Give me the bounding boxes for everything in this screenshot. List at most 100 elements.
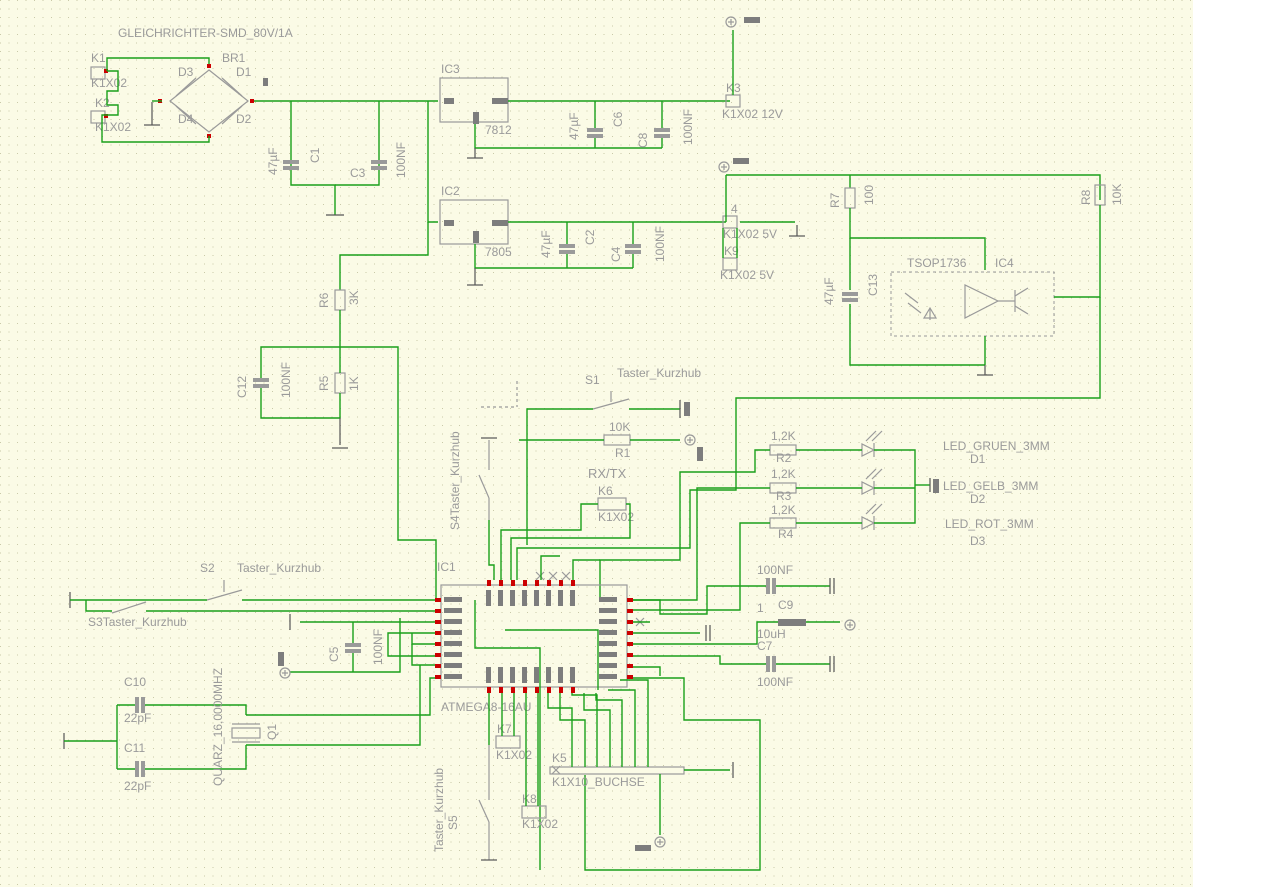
c11-value: 22pF bbox=[124, 779, 151, 793]
k1-value: K1X02 bbox=[91, 76, 127, 90]
c5-name: C5 bbox=[327, 646, 341, 662]
ir-receiver-ic4[interactable] bbox=[890, 271, 1055, 337]
s2-value: Taster_Kurzhub bbox=[237, 561, 321, 575]
d2-name: D2 bbox=[970, 492, 986, 506]
s3-label: S3Taster_Kurzhub bbox=[88, 615, 187, 629]
ic4-value: TSOP1736 bbox=[907, 256, 967, 270]
br1-d3: D3 bbox=[178, 65, 194, 79]
k9-name: K9 bbox=[724, 244, 739, 258]
switch-s3[interactable] bbox=[111, 601, 147, 614]
rectifier-section: K1 K1X02 K2 K1X02 BR1 D1 D2 D3 D4 47µ bbox=[90, 51, 438, 216]
k5-value: K1X10_BUCHSE bbox=[552, 775, 645, 789]
c7-value: 100NF bbox=[757, 675, 793, 689]
s1-value: Taster_Kurzhub bbox=[617, 366, 701, 380]
c5-value: 100NF bbox=[371, 629, 385, 665]
br1-d1: D1 bbox=[236, 65, 252, 79]
c6-value: 47µF bbox=[567, 112, 581, 140]
r1-value: 10K bbox=[609, 420, 630, 434]
r8-name: R8 bbox=[1079, 189, 1093, 205]
l1-value: 10uH bbox=[757, 627, 786, 641]
d3-value: LED_ROT_3MM bbox=[945, 517, 1034, 531]
k6-value: K1X02 bbox=[598, 510, 634, 524]
connector-k7[interactable] bbox=[495, 735, 521, 749]
k8-value: K1X02 bbox=[522, 817, 558, 831]
r7-value: 100 bbox=[862, 185, 876, 205]
r4-value: 1,2K bbox=[771, 503, 796, 517]
connector-k4[interactable] bbox=[722, 215, 738, 229]
ic2-value: 7805 bbox=[485, 245, 512, 259]
capacitor-c11[interactable] bbox=[135, 761, 139, 777]
s5-value: Taster_Kurzhub bbox=[432, 768, 446, 852]
microcontroller-ic1[interactable] bbox=[440, 584, 628, 688]
mcu-section: IC1 ATMEGA8-16AU bbox=[63, 540, 856, 871]
connector-k8[interactable] bbox=[521, 805, 547, 819]
capacitor-c3[interactable] bbox=[371, 160, 387, 164]
d3-name: D3 bbox=[970, 534, 986, 548]
rxtx-section: RX/TX K6 K1X02 bbox=[500, 466, 634, 580]
c4-value: 100NF bbox=[653, 226, 667, 262]
connector-k9[interactable] bbox=[722, 257, 738, 271]
r5-value: 1K bbox=[347, 376, 361, 391]
supply-5v-mcu-icon bbox=[279, 667, 291, 679]
supply-5v-r1-icon bbox=[684, 434, 696, 446]
ic3-name: IC3 bbox=[441, 62, 460, 76]
capacitor-c6[interactable] bbox=[587, 128, 603, 132]
header-section: K7 K1X02 K8 K1X02 K5 K1X10_BUCHSE Taster… bbox=[432, 679, 734, 861]
r2-value: 1,2K bbox=[771, 429, 796, 443]
switch-s2[interactable] bbox=[206, 589, 243, 601]
capacitor-c7[interactable] bbox=[766, 656, 770, 672]
sheet-margin bbox=[1193, 0, 1272, 887]
capacitor-c2[interactable] bbox=[559, 244, 575, 248]
c1-name: C1 bbox=[308, 147, 322, 163]
inductor-l1[interactable] bbox=[778, 619, 806, 626]
capacitor-c13[interactable] bbox=[842, 292, 858, 296]
c2-value: 47µF bbox=[539, 230, 553, 258]
capacitor-c4[interactable] bbox=[625, 244, 641, 248]
r2-name: R2 bbox=[776, 451, 792, 465]
k2-value: K1X02 bbox=[95, 120, 131, 134]
switch-s1[interactable] bbox=[592, 398, 630, 410]
ic1-value: ATMEGA8-16AU bbox=[441, 700, 531, 714]
led-section: 1,2K R2 1,2K R3 1,2K R4 LED_GRUEN_3MM D1… bbox=[599, 429, 1050, 611]
switch-s5[interactable] bbox=[478, 799, 490, 823]
c8-name: C8 bbox=[636, 132, 650, 148]
r3-name: R3 bbox=[776, 489, 792, 503]
s1-name: S1 bbox=[585, 373, 600, 387]
k1-name: K1 bbox=[91, 51, 106, 65]
capacitor-c8[interactable] bbox=[654, 128, 670, 132]
k4-value: K1X02 5V bbox=[723, 227, 777, 241]
c4-name: C4 bbox=[609, 246, 623, 262]
capacitor-c10[interactable] bbox=[135, 697, 139, 713]
c9-name: C9 bbox=[778, 598, 794, 612]
switch-s4[interactable] bbox=[478, 474, 490, 499]
c1-value: 47µF bbox=[266, 147, 280, 175]
capacitor-c5[interactable] bbox=[345, 643, 361, 647]
ic1-name: IC1 bbox=[437, 560, 456, 574]
c10-value: 22pF bbox=[124, 711, 151, 725]
c7-name: C7 bbox=[757, 639, 773, 653]
supply-5v-k5-icon bbox=[654, 836, 666, 848]
br1-d2: D2 bbox=[236, 112, 252, 126]
c10-name: C10 bbox=[124, 675, 146, 689]
capacitor-c9[interactable] bbox=[766, 578, 770, 594]
ic3-value: 7812 bbox=[485, 123, 512, 137]
r1-name: R1 bbox=[615, 446, 631, 460]
supply-5v-avcc-icon bbox=[844, 619, 856, 631]
q1-value: QUARZ_16,0000MHZ bbox=[211, 668, 225, 786]
c3-value: 100NF bbox=[394, 142, 408, 178]
c11-name: C11 bbox=[124, 741, 145, 755]
crystal-q1[interactable] bbox=[231, 727, 261, 739]
k2-name: K2 bbox=[95, 96, 110, 110]
k6-name: K6 bbox=[598, 484, 613, 498]
capacitor-c1[interactable] bbox=[283, 160, 299, 164]
c9-value: 100NF bbox=[757, 563, 793, 577]
supply-12v-icon bbox=[725, 16, 737, 28]
c2-name: C2 bbox=[583, 229, 597, 245]
r4-name: R4 bbox=[778, 527, 794, 541]
d2-value: LED_GELB_3MM bbox=[943, 479, 1038, 493]
bridge-rectifier-br1[interactable] bbox=[169, 69, 249, 133]
br1-name: BR1 bbox=[222, 51, 246, 65]
ic2-name: IC2 bbox=[441, 184, 460, 198]
capacitor-c12[interactable] bbox=[253, 378, 269, 382]
